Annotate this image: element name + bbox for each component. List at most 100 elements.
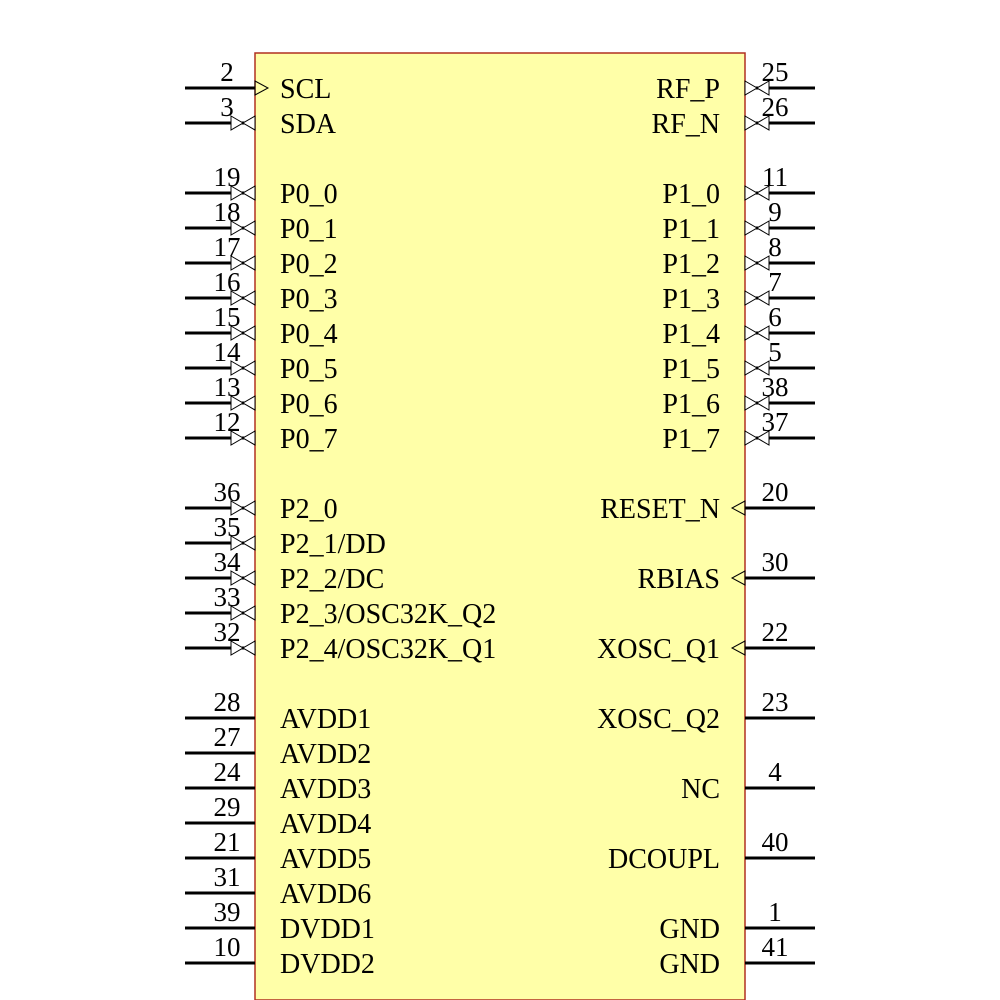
bidirectional-arrow-icon (756, 395, 770, 411)
pin-number: 34 (214, 547, 242, 577)
pin-number: 6 (768, 302, 782, 332)
bidirectional-arrow-icon (756, 80, 770, 96)
bidirectional-arrow-icon (756, 430, 770, 446)
pin-label: AVDD2 (280, 739, 371, 770)
bidirectional-arrow-icon (230, 500, 244, 516)
pin-number: 16 (214, 267, 241, 297)
pin-number: 23 (762, 687, 789, 717)
pin-number: 26 (762, 92, 789, 122)
pin-number: 39 (214, 897, 241, 927)
pin-label: XOSC_Q2 (597, 704, 720, 735)
pin-label: P1_0 (662, 179, 720, 210)
pin-number: 37 (762, 407, 789, 437)
bidirectional-arrow-icon (756, 360, 770, 376)
pin-number: 5 (768, 337, 782, 367)
pin-label: P1_7 (662, 424, 720, 455)
pin-label: GND (659, 914, 720, 945)
pin-label: GND (659, 949, 720, 980)
pin-label: P0_2 (280, 249, 338, 280)
pin-label: AVDD4 (280, 809, 371, 840)
bidirectional-arrow-icon (744, 185, 758, 201)
pin-number: 8 (768, 232, 782, 262)
pin-number: 17 (214, 232, 241, 262)
pin-number: 9 (768, 197, 782, 227)
bidirectional-arrow-icon (744, 360, 758, 376)
pin-number: 18 (214, 197, 241, 227)
pin-label: P0_0 (280, 179, 338, 210)
pin-right-9: 9P1_1 (662, 197, 815, 245)
pin-label: RF_N (652, 109, 720, 140)
right-pin-column: 25RF_P26RF_N11P1_09P1_18P1_27P1_36P1_45P… (597, 57, 815, 980)
pin-label: AVDD5 (280, 844, 371, 875)
pin-number: 24 (214, 757, 242, 787)
pin-number: 21 (214, 827, 241, 857)
bidirectional-arrow-icon (242, 185, 256, 201)
pin-label: RF_P (656, 74, 720, 105)
pin-label: XOSC_Q1 (597, 634, 720, 665)
pin-number: 10 (214, 932, 241, 962)
bidirectional-arrow-icon (242, 325, 256, 341)
pin-number: 30 (762, 547, 789, 577)
pin-number: 38 (762, 372, 789, 402)
bidirectional-arrow-icon (744, 290, 758, 306)
pin-label: P2_1/DD (280, 529, 386, 560)
bidirectional-arrow-icon (744, 80, 758, 96)
input-arrow-icon (730, 500, 746, 516)
pin-number: 20 (762, 477, 789, 507)
pin-label: P1_4 (662, 319, 720, 350)
pin-label: NC (681, 774, 720, 805)
pin-number: 29 (214, 792, 241, 822)
pin-label: RESET_N (600, 494, 720, 525)
pin-label: P0_7 (280, 424, 338, 455)
pin-label: P0_6 (280, 389, 338, 420)
pin-number: 33 (214, 582, 241, 612)
bidirectional-arrow-icon (230, 430, 244, 446)
bidirectional-arrow-icon (242, 430, 256, 446)
bidirectional-arrow-icon (242, 220, 256, 236)
pin-label: P2_3/OSC32K_Q2 (280, 599, 496, 630)
pin-label: RBIAS (638, 564, 720, 595)
pin-number: 41 (762, 932, 789, 962)
bidirectional-arrow-icon (242, 115, 256, 131)
pin-number: 12 (214, 407, 241, 437)
bidirectional-arrow-icon (744, 255, 758, 271)
pin-label: P0_1 (280, 214, 338, 245)
pin-label: SCL (280, 74, 331, 105)
pin-label: P2_2/DC (280, 564, 384, 595)
bidirectional-arrow-icon (242, 360, 256, 376)
pin-number: 2 (220, 57, 234, 87)
bidirectional-arrow-icon (756, 255, 770, 271)
bidirectional-arrow-icon (242, 290, 256, 306)
bidirectional-arrow-icon (230, 290, 244, 306)
bidirectional-arrow-icon (756, 185, 770, 201)
pin-number: 13 (214, 372, 241, 402)
pin-number: 35 (214, 512, 241, 542)
input-arrow-icon (730, 640, 746, 656)
pin-label: P1_6 (662, 389, 720, 420)
pin-number: 28 (214, 687, 241, 717)
pin-label: AVDD3 (280, 774, 371, 805)
pin-number: 19 (214, 162, 241, 192)
pin-label: P2_0 (280, 494, 338, 525)
input-arrow-icon (730, 570, 746, 586)
bidirectional-arrow-icon (744, 220, 758, 236)
